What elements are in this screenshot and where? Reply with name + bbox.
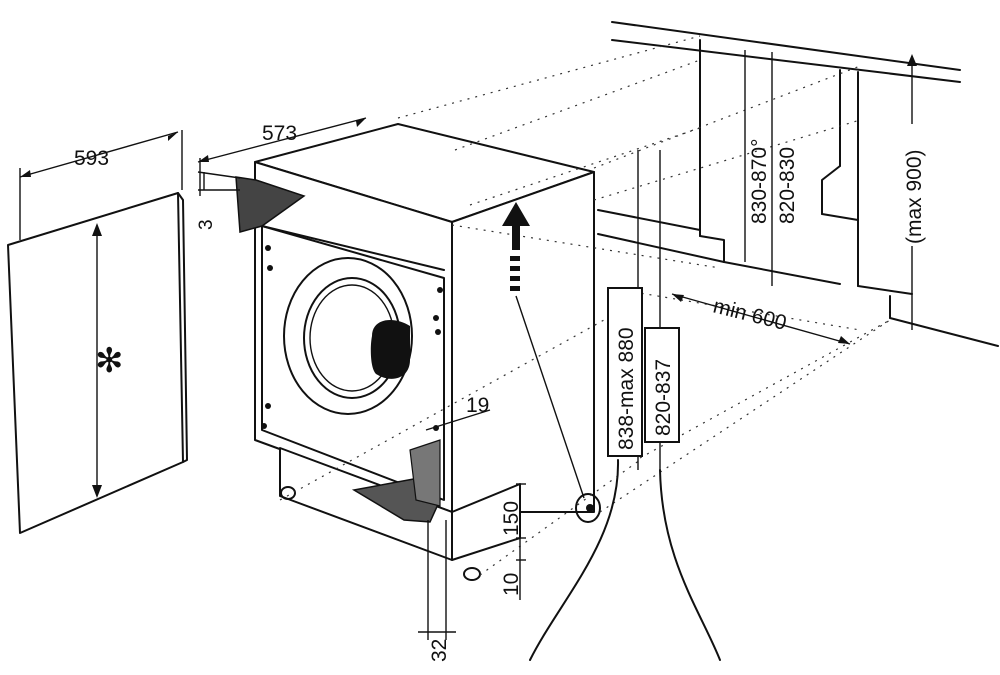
door-panel: [7, 130, 188, 534]
panel-symbol: ✻: [95, 342, 124, 380]
worktop-range-2-label: 820-830: [776, 147, 799, 224]
top-gap-label: 3: [196, 219, 217, 230]
top-depth-label: 573: [262, 122, 297, 145]
kitchen-cabinet: [597, 21, 999, 347]
height-adjust-box: 838-max 880: [607, 287, 643, 457]
foot-height-label: 10: [500, 573, 523, 596]
worktop-range-label: 830-870°: [748, 139, 771, 224]
foot-offset-label: 32: [428, 639, 451, 662]
height-adjust-label: 838-max 880: [615, 327, 638, 450]
washing-machine: [235, 123, 601, 581]
bottom-gap-label: 19: [466, 394, 489, 417]
height-fixed-label: 820-837: [652, 359, 675, 436]
dimension-lines: [197, 50, 917, 661]
panel-width-label: 593: [74, 147, 109, 170]
max-height-label: (max 900): [903, 149, 926, 244]
niche-depth-label: min 600: [711, 295, 789, 335]
plinth-height-label: 150: [500, 501, 523, 536]
height-fixed-box: 820-837: [644, 327, 680, 443]
lift-arrow: [502, 202, 585, 499]
guide-lines: [279, 35, 891, 576]
